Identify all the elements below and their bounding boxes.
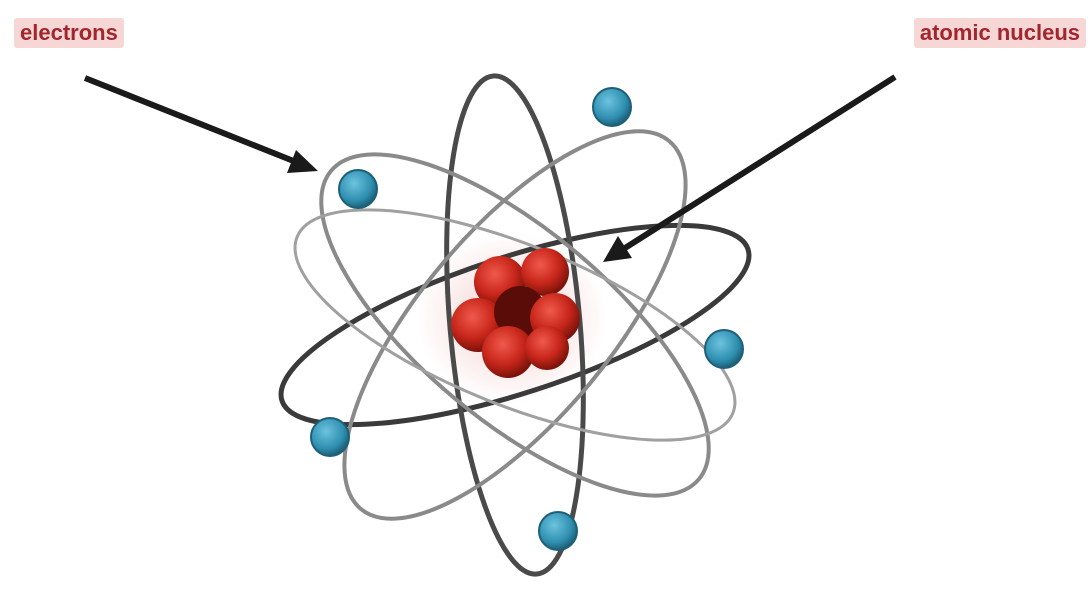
proton — [525, 326, 569, 370]
electron-icon — [339, 170, 377, 208]
electron-icon — [705, 330, 743, 368]
electron-icon — [311, 418, 349, 456]
label-electrons: electrons — [14, 18, 124, 48]
arrow-head — [287, 150, 318, 173]
arrows — [85, 77, 895, 262]
electron-icon — [539, 512, 577, 550]
arrow-icon — [625, 77, 895, 248]
label-atomic-nucleus: atomic nucleus — [914, 18, 1086, 48]
arrow-icon — [85, 78, 296, 162]
electron-icon — [593, 88, 631, 126]
